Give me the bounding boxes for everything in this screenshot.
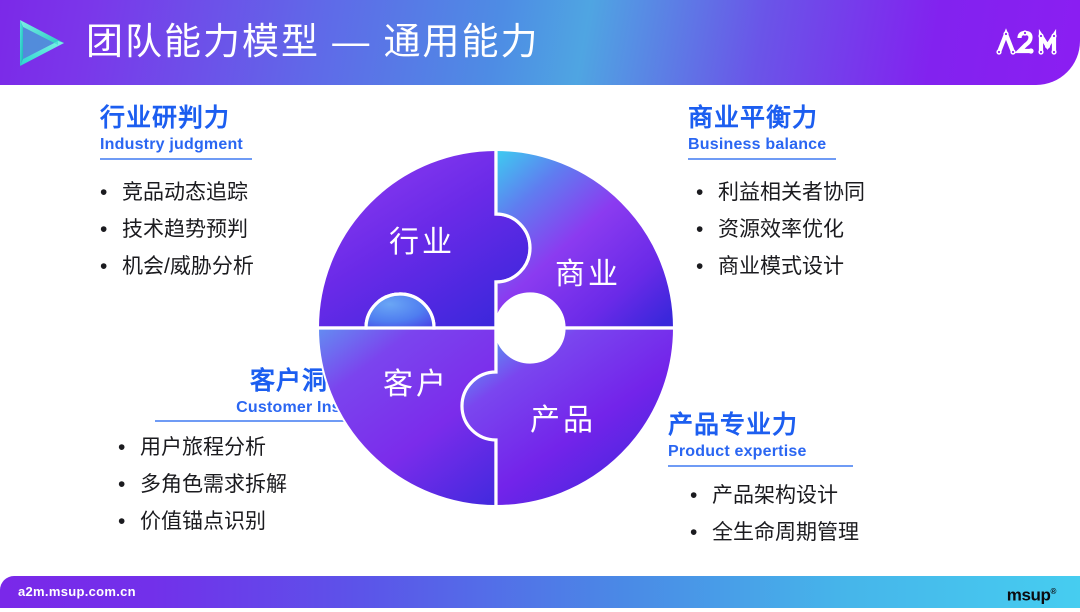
list-item: • 技术趋势预判 xyxy=(100,211,254,248)
bullet-dot-icon: • xyxy=(100,255,108,278)
block-title-cn-product: 产品专业力 xyxy=(668,411,799,439)
bullet-list-product: • 产品架构设计 • 全生命周期管理 xyxy=(690,477,859,551)
bullet-text: 用户旅程分析 xyxy=(140,436,266,459)
puzzle-label-customer: 客户 xyxy=(383,368,449,401)
list-item: • 利益相关者协同 xyxy=(696,174,865,211)
play-triangle-logo-icon xyxy=(14,16,70,70)
puzzle-label-product: 产品 xyxy=(530,404,596,437)
list-item: • 竞品动态追踪 xyxy=(100,174,254,211)
bullet-text: 竞品动态追踪 xyxy=(122,181,248,204)
puzzle-circle-diagram: 行业 商业 客户 产品 xyxy=(316,148,676,508)
block-title-cn-business: 商业平衡力 xyxy=(688,104,819,132)
list-item: • 机会/威胁分析 xyxy=(100,248,254,285)
bullet-dot-icon: • xyxy=(696,181,704,204)
header-bar: 团队能力模型 — 通用能力 xyxy=(0,0,1080,85)
block-underline-industry xyxy=(100,158,252,160)
list-item: • 商业模式设计 xyxy=(696,248,865,285)
bullet-text: 全生命周期管理 xyxy=(712,521,859,544)
block-title-en-industry: Industry judgment xyxy=(100,136,243,153)
bullet-text: 价值锚点识别 xyxy=(140,510,266,533)
bullet-dot-icon: • xyxy=(118,510,126,533)
bullet-text: 多角色需求拆解 xyxy=(140,473,287,496)
list-item: • 多角色需求拆解 xyxy=(118,466,380,503)
bullet-dot-icon: • xyxy=(690,521,698,544)
bullet-text: 商业模式设计 xyxy=(718,255,844,278)
registered-mark-icon: ® xyxy=(1050,587,1057,596)
bullet-dot-icon: • xyxy=(100,181,108,204)
list-item: • 价值锚点识别 xyxy=(118,503,380,540)
puzzle-label-industry: 行业 xyxy=(389,226,455,259)
puzzle-knob-highlight xyxy=(364,292,436,330)
puzzle-outer-circle xyxy=(317,149,675,507)
block-title-en-product: Product expertise xyxy=(668,443,807,460)
bullet-list-business: • 利益相关者协同 • 资源效率优化 • 商业模式设计 xyxy=(696,174,865,285)
bullet-text: 技术趋势预判 xyxy=(122,218,248,241)
bullet-text: 利益相关者协同 xyxy=(718,181,865,204)
bullet-list-customer: • 用户旅程分析 • 多角色需求拆解 • 价值锚点识别 xyxy=(118,429,380,540)
block-underline-customer xyxy=(155,420,380,422)
footer-bar: a2m.msup.com.cn msup® xyxy=(0,576,1080,608)
block-underline-product xyxy=(668,465,853,467)
list-item: • 用户旅程分析 xyxy=(118,429,380,466)
page-title: 团队能力模型 — 通用能力 xyxy=(86,21,540,62)
bullet-dot-icon: • xyxy=(100,218,108,241)
bullet-text: 资源效率优化 xyxy=(718,218,844,241)
capability-block-business: 商业平衡力 Business balance • 利益相关者协同 • 资源效率优化 … xyxy=(688,103,865,285)
list-item: • 资源效率优化 xyxy=(696,211,865,248)
list-item: • 产品架构设计 xyxy=(690,477,859,514)
bullet-dot-icon: • xyxy=(118,473,126,496)
block-title-cn-industry: 行业研判力 xyxy=(100,104,231,132)
bullet-text: 产品架构设计 xyxy=(712,484,838,507)
bullet-dot-icon: • xyxy=(696,255,704,278)
capability-block-industry: 行业研判力 Industry judgment • 竞品动态追踪 • 技术趋势预判 … xyxy=(100,103,254,285)
puzzle-label-business: 商业 xyxy=(555,258,621,291)
bullet-list-industry: • 竞品动态追踪 • 技术趋势预判 • 机会/威胁分析 xyxy=(100,174,254,285)
bullet-dot-icon: • xyxy=(690,484,698,507)
capability-block-product: 产品专业力 Product expertise • 产品架构设计 • 全生命周期管理 xyxy=(668,410,859,551)
bullet-text: 机会/威胁分析 xyxy=(122,255,254,278)
msup-logo: msup® xyxy=(1006,576,1057,612)
bullet-dot-icon: • xyxy=(118,436,126,459)
bullet-dot-icon: • xyxy=(696,218,704,241)
list-item: • 全生命周期管理 xyxy=(690,514,859,551)
block-title-en-business: Business balance xyxy=(688,136,827,153)
msup-wordmark: msup xyxy=(1006,585,1051,605)
footer-url: a2m.msup.com.cn xyxy=(18,584,136,599)
a2m-logo-icon xyxy=(996,28,1058,56)
block-underline-business xyxy=(688,158,836,160)
